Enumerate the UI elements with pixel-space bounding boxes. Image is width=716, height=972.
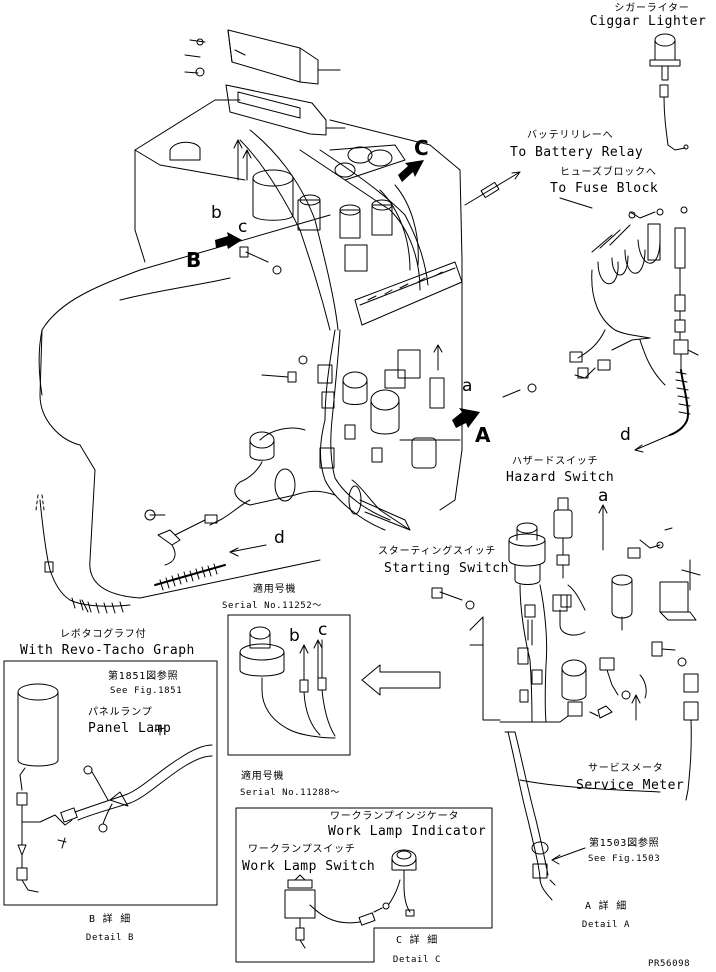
fig1503-jp-label: 第1503図参照 bbox=[589, 838, 660, 849]
serial-1-jp-label: 適用号機 bbox=[253, 584, 297, 595]
detail-b-label: Detail B bbox=[85, 933, 135, 943]
detail-letter-b-main: b bbox=[211, 203, 223, 223]
detail-letter-a-main: a bbox=[462, 376, 473, 396]
cigar-lighter-drawing bbox=[649, 33, 689, 151]
view-arrows bbox=[215, 160, 480, 428]
main-harness bbox=[239, 129, 537, 531]
fuse-block-jp-label: ヒューズブロックへ bbox=[560, 167, 657, 178]
battery-relay-label: To Battery Relay bbox=[510, 145, 644, 160]
detail-letter-b-serial: b bbox=[289, 626, 301, 646]
serial-11252-box bbox=[227, 614, 351, 756]
revo-tacho-label: With Revo-Tacho Graph bbox=[20, 643, 195, 658]
hazard-switch-jp-label: ハザードスイッチ bbox=[512, 456, 599, 467]
serial-2-jp-label: 適用号機 bbox=[241, 771, 285, 782]
battery-relay-jp-label: バッテリリレーへ bbox=[527, 130, 614, 141]
leader-arrows bbox=[229, 139, 671, 865]
cigar-lighter-label: Ciggar Lighter bbox=[589, 14, 707, 29]
panel-lamp-jp-label: パネルランプ bbox=[88, 707, 153, 718]
revo-tacho-jp-label: レボタコグラフ付 bbox=[60, 629, 147, 640]
detail-b-box bbox=[3, 660, 218, 906]
dash-panel-outline bbox=[38, 99, 463, 599]
detail-letter-d-left: d bbox=[274, 528, 286, 548]
detail-c-box bbox=[235, 807, 493, 963]
panel-lamp-label: Panel Lamp bbox=[88, 721, 172, 736]
fuse-block-drawing bbox=[569, 206, 699, 436]
detail-letter-c-serial: c bbox=[318, 620, 328, 640]
work-lamp-switch-label: Work Lamp Switch bbox=[242, 859, 376, 874]
detail-c-label: Detail C bbox=[392, 955, 442, 965]
detail-a-jp-label: A 詳 細 bbox=[584, 901, 628, 912]
fuse-block-label: To Fuse Block bbox=[550, 181, 659, 196]
detail-letter-c-main: c bbox=[238, 217, 248, 237]
cigar-lighter-jp-label: シガーライター bbox=[614, 3, 690, 14]
fig1851-label: See Fig.1851 bbox=[110, 686, 183, 696]
drawing-number: PR56098 bbox=[648, 959, 691, 969]
detail-a-label: Detail A bbox=[581, 920, 631, 930]
revo-tacho-leader bbox=[81, 599, 89, 613]
work-lamp-indicator-jp-label: ワークランプインジケータ bbox=[330, 811, 460, 822]
starting-switch-label: Starting Switch bbox=[384, 561, 509, 576]
left-lower-harness bbox=[35, 431, 336, 614]
detail-letter-d-right: d bbox=[620, 425, 632, 445]
fig1503-label: See Fig.1503 bbox=[588, 854, 661, 864]
detail-b-jp-label: B 詳 細 bbox=[88, 914, 132, 925]
work-lamp-switch-jp-label: ワークランプスイッチ bbox=[248, 844, 356, 855]
service-meter-jp-label: サービスメータ bbox=[588, 763, 664, 774]
top-cover-bars bbox=[184, 29, 346, 136]
fig1851-jp-label: 第1851図参照 bbox=[108, 671, 179, 682]
right-harness bbox=[431, 527, 701, 901]
starting-switch-jp-label: スターティングスイッチ bbox=[378, 546, 497, 557]
serial-11252-label: Serial No.11252～ bbox=[222, 601, 322, 611]
hazard-switch-drawing bbox=[553, 497, 573, 579]
view-letter-c: C bbox=[414, 136, 430, 160]
view-letter-a: A bbox=[475, 423, 491, 447]
serial-11288-label: Serial No.11288～ bbox=[240, 788, 340, 798]
hazard-switch-label: Hazard Switch bbox=[506, 470, 615, 485]
detail-letter-a-right: a bbox=[598, 486, 609, 506]
view-letter-b: B bbox=[186, 248, 202, 272]
detail-c-jp-label: C 詳 細 bbox=[395, 935, 439, 946]
work-lamp-indicator-label: Work Lamp Indicator bbox=[328, 824, 487, 839]
service-meter-label: Service Meter bbox=[576, 778, 685, 793]
starting-switch-drawing bbox=[508, 522, 546, 585]
